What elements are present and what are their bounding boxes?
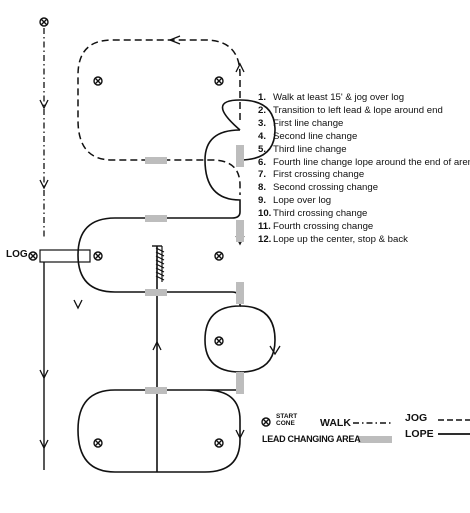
step-item: 4.Second line change [258, 130, 358, 142]
lope-path-end [239, 99, 276, 161]
legend-start-cone-label: START CONE [276, 413, 298, 427]
step-item: 12.Lope up the center, stop & back [258, 233, 408, 245]
lope-path-end-lower [239, 305, 276, 373]
step-item: 8.Second crossing change [258, 182, 379, 194]
step-item: 1.Walk at least 15' & jog over log [258, 92, 405, 103]
step-item: 3.First line change [258, 117, 344, 129]
cone-icon [214, 76, 224, 86]
log-cone-icon [28, 251, 38, 261]
arrow-icon [73, 299, 83, 310]
legend-lead-area-swatch [358, 436, 392, 443]
pattern-steps: 1.Walk at least 15' & jog over log 2.Tra… [258, 92, 470, 247]
legend-start-cone-icon [261, 417, 271, 427]
arrow-icon [269, 345, 281, 356]
lead-changing-areas [145, 145, 244, 394]
arrow-icon [39, 369, 49, 380]
arrow-icon [39, 99, 49, 110]
step-item: 7.First crossing change [258, 169, 365, 181]
arrow-icon [152, 340, 162, 351]
step-item: 9.Lope over log [258, 195, 332, 207]
arrow-icon [235, 62, 245, 73]
jog-path [77, 39, 241, 195]
step-item: 2.Transition to left lead & lope around … [258, 104, 443, 116]
stop-marker [152, 245, 165, 282]
arrow-icon [39, 439, 49, 450]
step-item: 6.Fourth line change lope around the end… [258, 156, 470, 168]
arrow-icon [235, 429, 245, 440]
legend-jog-label: JOG [405, 412, 428, 424]
start-cone-icon [39, 17, 49, 27]
arrow-icon [168, 35, 181, 45]
log-obstacle [39, 249, 91, 263]
cone-icon [214, 438, 224, 448]
legend-lead-changing-label: LEAD CHANGING AREA [262, 434, 361, 444]
legend-walk-label: WALK [320, 417, 351, 429]
arrow-icon [39, 179, 49, 190]
step-item: 10.Third crossing change [258, 208, 368, 220]
cone-icon [93, 251, 103, 261]
cone-icon [214, 336, 224, 346]
cone-icon [93, 438, 103, 448]
step-item: 11.Fourth crossing change [258, 221, 374, 233]
log-label: LOG [6, 249, 28, 260]
lope-path-end-join [221, 99, 241, 131]
step-item: 5.Third line change [258, 143, 347, 155]
cone-icon [93, 76, 103, 86]
legend-lope-label: LOPE [405, 428, 434, 440]
cone-icon [214, 251, 224, 261]
lope-path [77, 129, 241, 473]
